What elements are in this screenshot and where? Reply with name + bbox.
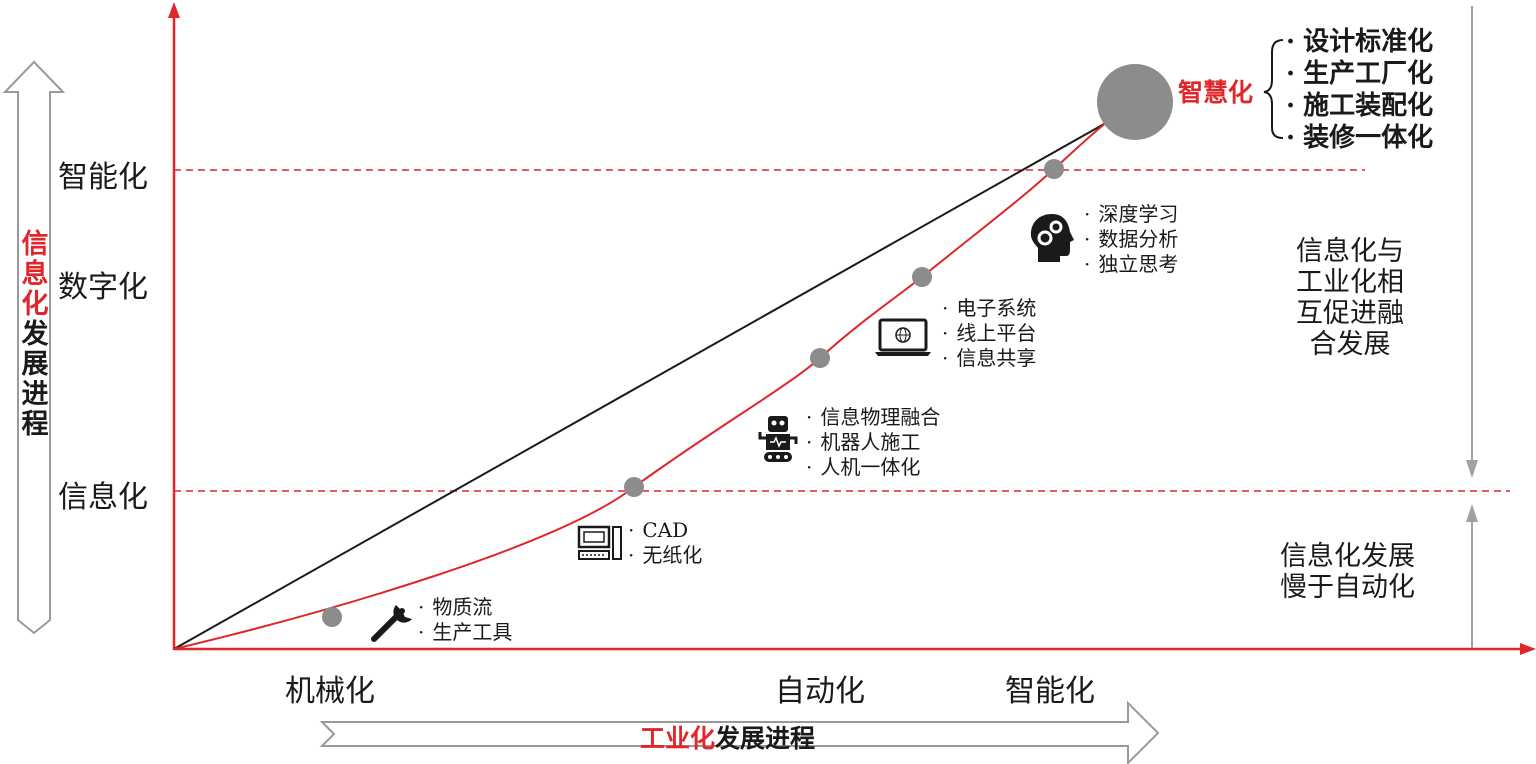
robot-icon (758, 416, 798, 462)
list-item: 信息共享 (942, 346, 1036, 371)
vertical-progress-arrow (2, 60, 66, 635)
computer-icon (577, 525, 622, 560)
horizontal-progress-arrow (319, 700, 1160, 764)
list-item: 装修一体化 (1286, 122, 1433, 154)
x-axis-title-red: 工业化 (640, 724, 716, 753)
goal-point (1097, 64, 1173, 140)
goal-list: 设计标准化 生产工厂化 施工装配化 装修一体化 (1286, 26, 1433, 154)
side-note-line: 慢于自动化 (1280, 572, 1415, 603)
side-note-line: 工业化相 (1296, 267, 1404, 298)
goal-brace (1263, 39, 1284, 139)
list-item: 信息物理融合 (806, 405, 940, 430)
ideal-development-line (173, 114, 1121, 650)
list-item: 电子系统 (942, 296, 1036, 321)
list-item: 人机一体化 (806, 455, 940, 480)
y-level-informatization: 信息化 (58, 480, 148, 515)
stage-list-ai: 深度学习 数据分析 独立思考 (1084, 202, 1178, 277)
list-item: 生产工厂化 (1286, 58, 1433, 90)
y-level-digital: 数字化 (58, 270, 148, 305)
x-level-mechanization: 机械化 (285, 674, 375, 709)
x-axis-title-black: 发展进程 (715, 724, 816, 753)
y-axis-title-black: 发展进程 (21, 319, 49, 440)
x-level-intelligent: 智能化 (1005, 674, 1095, 709)
list-item: 独立思考 (1084, 252, 1178, 277)
side-note-line: 信息化发展 (1280, 541, 1415, 572)
stage-point (912, 267, 932, 287)
list-item: CAD (628, 518, 702, 543)
side-note-line: 合发展 (1309, 329, 1391, 360)
stage-point (1044, 159, 1064, 179)
list-item: 深度学习 (1084, 202, 1178, 227)
up-gray-arrowhead (1466, 504, 1478, 522)
list-item: 施工装配化 (1286, 90, 1433, 122)
ai-head-icon (1030, 214, 1074, 262)
list-item: 数据分析 (1084, 227, 1178, 252)
y-axis-title: 信息化发展进程 (20, 230, 50, 440)
y-axis-title-red: 信息化 (21, 229, 49, 320)
wrench-icon (371, 605, 412, 642)
side-note-lower: 信息化发展 慢于自动化 (1280, 541, 1415, 603)
list-item: 无纸化 (628, 543, 702, 568)
list-item: 机器人施工 (806, 430, 940, 455)
side-note-line: 互促进融 (1296, 298, 1404, 329)
stage-point (810, 348, 830, 368)
stage-list-robotics: 信息物理融合 机器人施工 人机一体化 (806, 405, 940, 480)
list-item: 物质流 (418, 595, 512, 620)
y-level-intelligent: 智能化 (58, 160, 148, 195)
list-item: 线上平台 (942, 321, 1036, 346)
list-item: 生产工具 (418, 620, 512, 645)
stage-list-cad: CAD 无纸化 (628, 518, 702, 568)
stage-list-mechanization: 物质流 生产工具 (418, 595, 512, 645)
x-axis-arrowhead (1520, 643, 1536, 655)
stage-point (624, 477, 644, 497)
list-item: 设计标准化 (1286, 26, 1433, 58)
stage-point (322, 607, 342, 627)
down-gray-arrowhead (1466, 460, 1478, 478)
side-note-upper: 信息化与 工业化相 互促进融 合发展 (1296, 236, 1404, 360)
side-note-line: 信息化与 (1296, 236, 1404, 267)
stage-list-digital: 电子系统 线上平台 信息共享 (942, 296, 1036, 371)
x-level-automation: 自动化 (775, 674, 865, 709)
laptop-icon (875, 318, 931, 356)
x-axis-title: 工业化发展进程 (640, 719, 815, 755)
goal-label: 智慧化 (1178, 78, 1254, 107)
y-axis-arrowhead (168, 2, 180, 18)
